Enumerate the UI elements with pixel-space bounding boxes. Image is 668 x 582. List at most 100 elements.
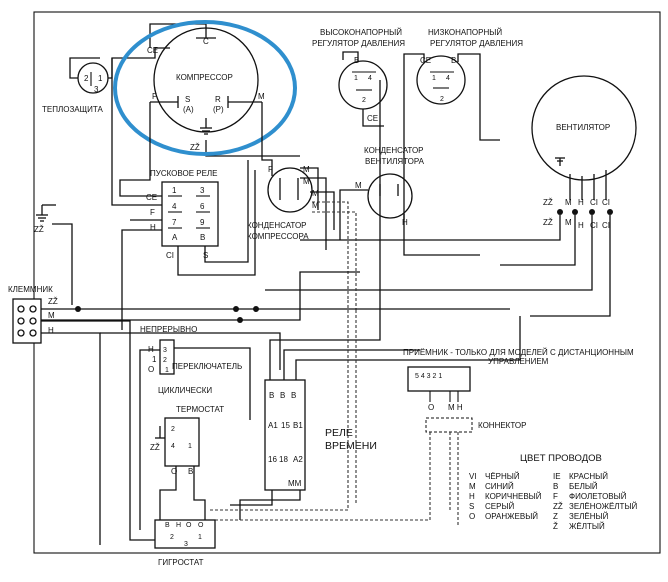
fan-capacitor: КОНДЕНСАТОР ВЕНТИЛЯТОРА M H xyxy=(355,146,425,227)
svg-text:A2: A2 xyxy=(293,455,303,464)
svg-text:ЧЁРНЫЙ: ЧЁРНЫЙ xyxy=(485,472,520,481)
svg-text:F: F xyxy=(150,208,155,217)
terminal-block-label: КЛЕММНИК xyxy=(8,285,53,294)
svg-text:B: B xyxy=(200,233,205,242)
svg-text:3: 3 xyxy=(163,347,167,354)
svg-text:ZŽ: ZŽ xyxy=(553,502,563,511)
svg-text:КРАСНЫЙ: КРАСНЫЙ xyxy=(569,472,608,481)
svg-text:ZŽ: ZŽ xyxy=(34,225,44,234)
thermal-protection-label: ТЕПЛОЗАЩИТА xyxy=(42,105,103,114)
svg-text:4: 4 xyxy=(171,443,175,450)
svg-text:C: C xyxy=(203,37,209,46)
svg-text:O: O xyxy=(171,467,177,476)
fan-terminals: ZŽ M H CI CI ZŽ M H CI CI xyxy=(543,198,613,230)
svg-text:CI: CI xyxy=(602,198,610,207)
svg-text:16: 16 xyxy=(268,455,277,464)
svg-text:CI: CI xyxy=(590,221,598,230)
switch-label: ПЕРЕКЛЮЧАТЕЛЬ xyxy=(172,362,242,371)
svg-text:18: 18 xyxy=(279,455,288,464)
svg-text:1: 1 xyxy=(188,443,192,450)
svg-text:2: 2 xyxy=(84,74,89,83)
svg-text:B: B xyxy=(280,391,285,400)
svg-text:CE: CE xyxy=(420,56,431,65)
timer-relay: B B B A1 15 B1 16 18 A2 MM РЕЛЕ ВРЕМЕНИ xyxy=(264,379,377,491)
svg-text:(A): (A) xyxy=(183,105,194,114)
svg-text:4: 4 xyxy=(368,75,372,82)
svg-text:КОРИЧНЕВЫЙ: КОРИЧНЕВЫЙ xyxy=(485,492,542,501)
svg-text:ZŽ: ZŽ xyxy=(190,143,200,152)
svg-text:S: S xyxy=(203,251,208,260)
svg-text:4: 4 xyxy=(446,75,450,82)
svg-text:1: 1 xyxy=(165,367,169,374)
svg-text:H: H xyxy=(48,326,54,335)
thermostat: ТЕРМОСТАТ 2 4 1 O B ZŽ xyxy=(150,405,224,476)
svg-text:2: 2 xyxy=(170,534,174,541)
svg-text:3: 3 xyxy=(184,541,188,548)
svg-text:КОМПРЕССОРА: КОМПРЕССОРА xyxy=(247,232,309,241)
thermostat-label: ТЕРМОСТАТ xyxy=(176,405,224,414)
svg-text:ZŽ: ZŽ xyxy=(543,198,553,207)
svg-text:CI: CI xyxy=(166,251,174,260)
svg-text:H: H xyxy=(578,221,584,230)
svg-text:F: F xyxy=(553,492,558,501)
svg-text:РЕГУЛЯТОР ДАВЛЕНИЯ: РЕГУЛЯТОР ДАВЛЕНИЯ xyxy=(430,39,523,48)
svg-text:H: H xyxy=(402,218,408,227)
svg-text:3: 3 xyxy=(200,186,205,195)
svg-text:M: M xyxy=(48,311,55,320)
svg-text:ОРАНЖЕВЫЙ: ОРАНЖЕВЫЙ xyxy=(485,512,538,521)
svg-text:M: M xyxy=(565,218,572,227)
svg-text:M: M xyxy=(565,198,572,207)
legend-title: ЦВЕТ ПРОВОДОВ xyxy=(520,453,602,464)
svg-text:1: 1 xyxy=(198,534,202,541)
svg-text:ЦИКЛИЧЕСКИ: ЦИКЛИЧЕСКИ xyxy=(158,386,212,395)
svg-text:A: A xyxy=(172,233,178,242)
high-pressure-switch: ВЫСОКОНАПОРНЫЙ РЕГУЛЯТОР ДАВЛЕНИЯ B 1 4 … xyxy=(312,28,405,123)
compressor-capacitor: F M M M M КОНДЕНСАТОР КОМПРЕССОРА xyxy=(247,165,319,241)
svg-text:ВЕНТИЛЯТОРА: ВЕНТИЛЯТОРА xyxy=(365,157,425,166)
svg-text:1: 1 xyxy=(152,355,157,364)
svg-text:CE: CE xyxy=(367,114,378,123)
svg-text:1: 1 xyxy=(432,75,436,82)
wire-color-legend: ЦВЕТ ПРОВОДОВ VI ЧЁРНЫЙ IE КРАСНЫЙ M СИН… xyxy=(469,453,638,531)
svg-text:КОНДЕНСАТОР: КОНДЕНСАТОР xyxy=(364,146,424,155)
svg-text:O: O xyxy=(469,512,475,521)
svg-text:1: 1 xyxy=(98,74,103,83)
svg-text:B: B xyxy=(188,467,193,476)
svg-text:M: M xyxy=(469,482,476,491)
svg-text:O: O xyxy=(148,365,154,374)
fan: ВЕНТИЛЯТОР xyxy=(531,75,637,200)
compressor-label: КОМПРЕССОР xyxy=(176,73,233,82)
svg-text:B: B xyxy=(291,391,296,400)
svg-text:O: O xyxy=(186,522,192,529)
svg-text:2: 2 xyxy=(171,426,175,433)
svg-text:НЕПРЕРЫВНО: НЕПРЕРЫВНО xyxy=(140,325,197,334)
svg-text:ПРИЁМНИК - ТОЛЬКО ДЛЯ МОДЕЛЕЙ: ПРИЁМНИК - ТОЛЬКО ДЛЯ МОДЕЛЕЙ С ДИСТАНЦИ… xyxy=(403,348,634,357)
svg-text:CI: CI xyxy=(602,221,610,230)
terminal-block: КЛЕММНИК ZŽ M H xyxy=(8,285,58,344)
svg-text:M: M xyxy=(312,201,319,210)
svg-text:ВРЕМЕНИ: ВРЕМЕНИ xyxy=(325,440,377,452)
svg-text:O: O xyxy=(428,403,434,412)
svg-text:ЗЕЛЁНОЖЁЛТЫЙ: ЗЕЛЁНОЖЁЛТЫЙ xyxy=(569,502,638,511)
svg-text:S: S xyxy=(185,95,190,104)
svg-text:M: M xyxy=(303,165,310,174)
compressor: КОМПРЕССОР C S (A) R (P) xyxy=(153,27,259,135)
svg-text:9: 9 xyxy=(200,218,205,227)
svg-text:БЕЛЫЙ: БЕЛЫЙ xyxy=(569,482,598,491)
svg-text:M: M xyxy=(355,181,362,190)
svg-text:Ž: Ž xyxy=(553,522,558,531)
svg-text:СЕРЫЙ: СЕРЫЙ xyxy=(485,502,515,511)
svg-text:CE: CE xyxy=(146,193,157,202)
hygrostat-label: ГИГРОСТАТ xyxy=(158,558,204,567)
svg-text:НИЗКОНАПОРНЫЙ: НИЗКОНАПОРНЫЙ xyxy=(428,28,502,37)
svg-text:2: 2 xyxy=(440,96,444,103)
svg-text:B: B xyxy=(165,522,170,529)
start-relay-label: ПУСКОВОЕ РЕЛЕ xyxy=(150,169,218,178)
svg-text:CE: CE xyxy=(147,46,158,55)
svg-text:VI: VI xyxy=(469,472,477,481)
mode-switch: НЕПРЕРЫВНО H 1 O 3 2 1 ПЕРЕКЛЮЧАТЕЛЬ ЦИК… xyxy=(140,325,242,395)
hygrostat: B H O O 2 1 3 ГИГРОСТАТ xyxy=(154,519,216,567)
svg-text:B: B xyxy=(354,56,359,65)
svg-text:A1: A1 xyxy=(268,421,278,430)
svg-text:КОНДЕНСАТОР: КОНДЕНСАТОР xyxy=(247,221,307,230)
